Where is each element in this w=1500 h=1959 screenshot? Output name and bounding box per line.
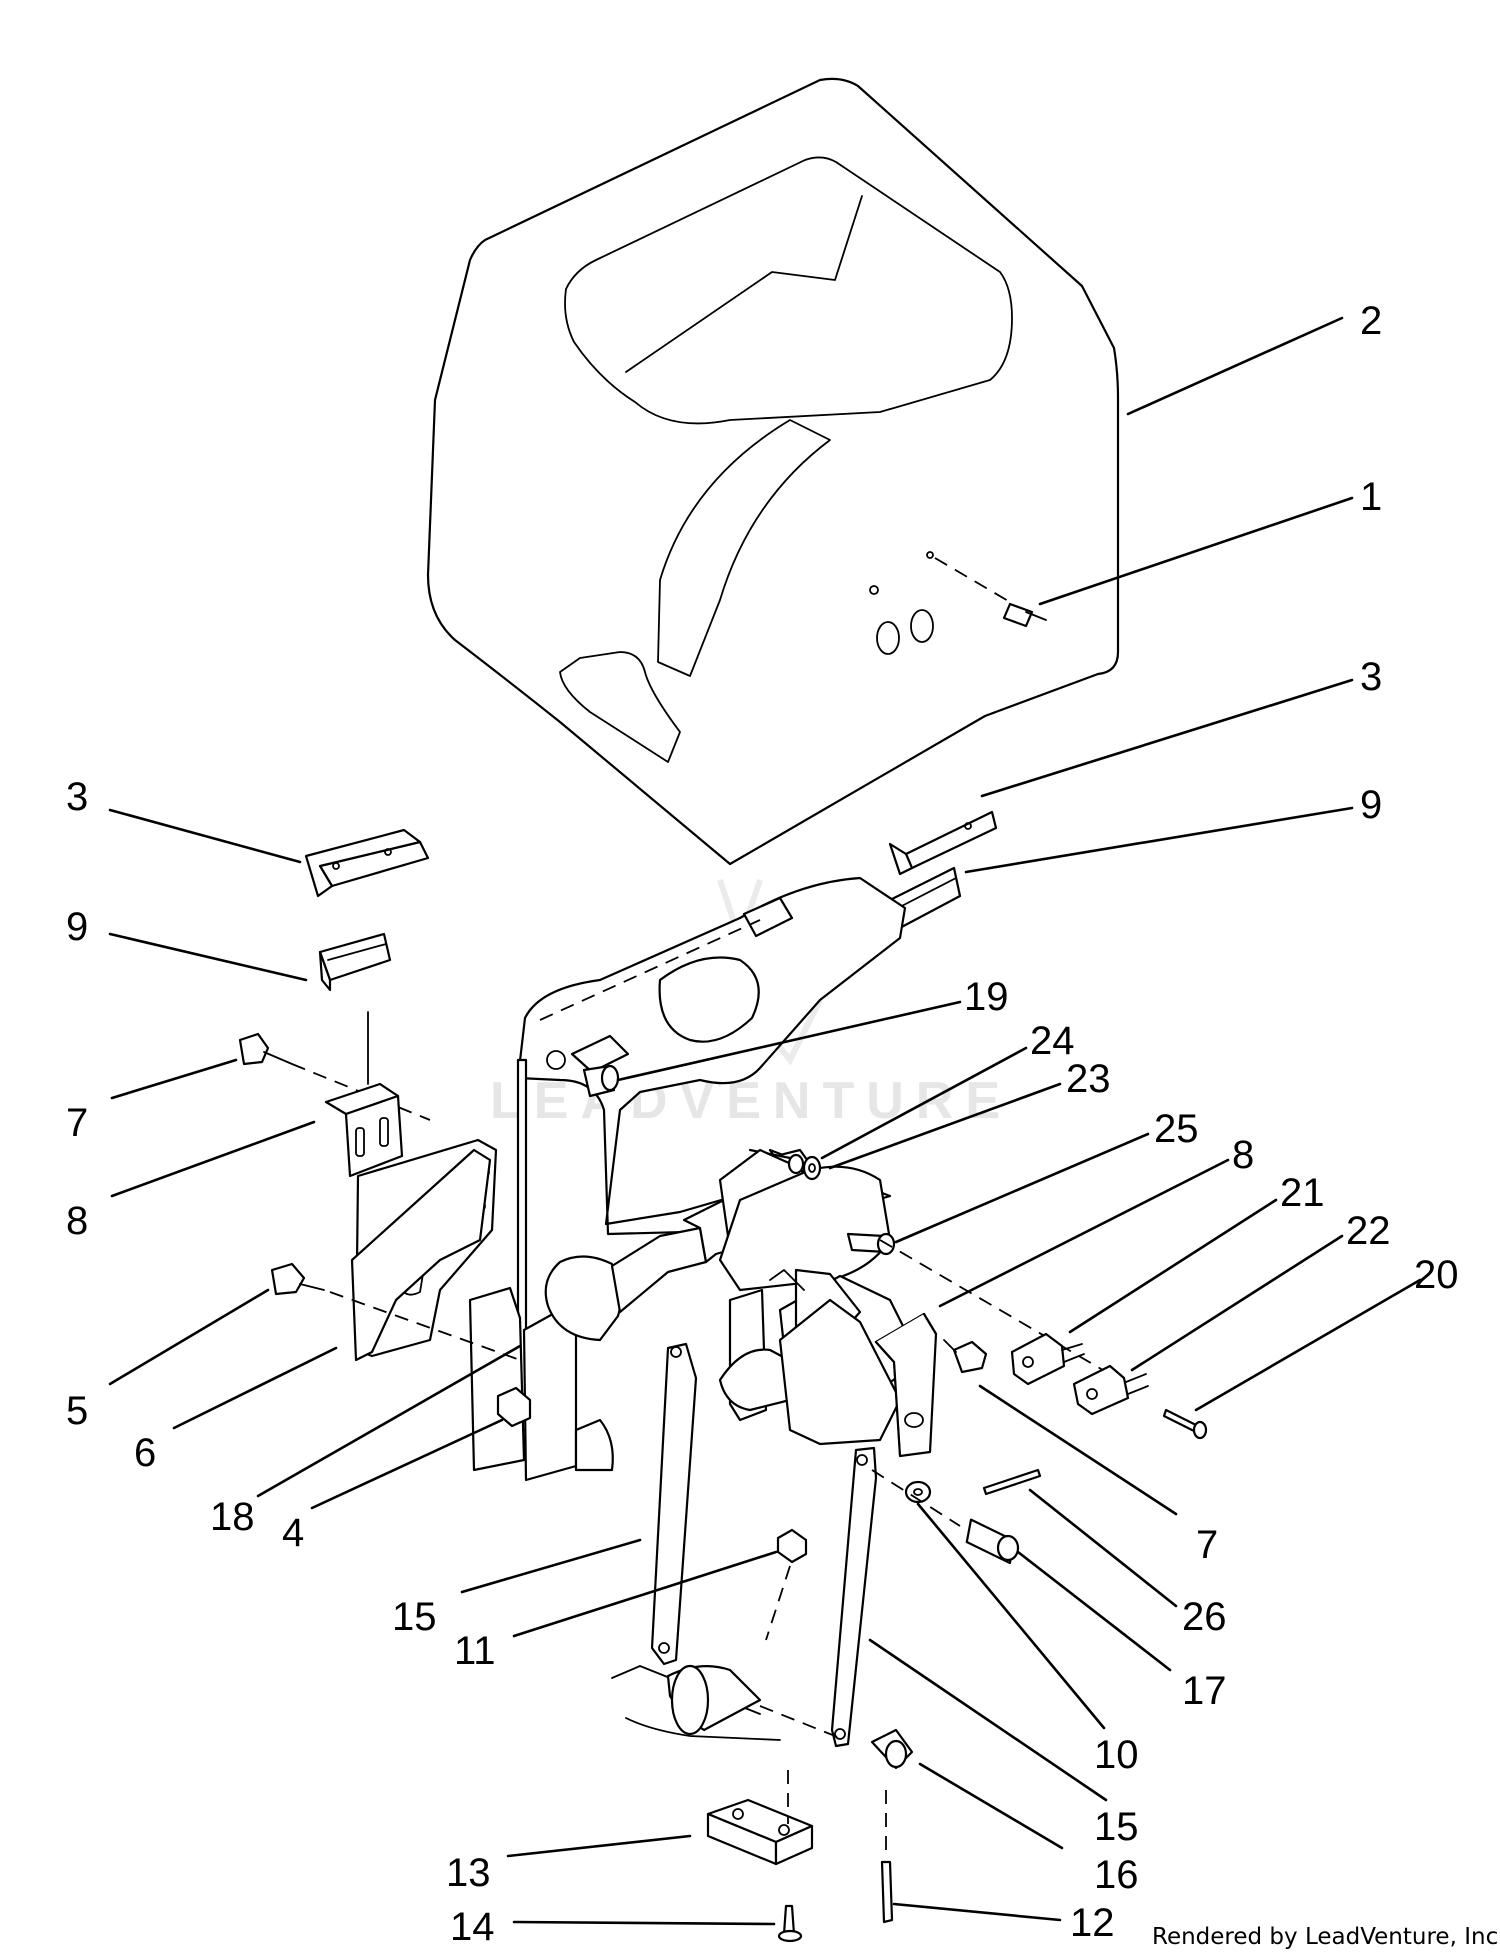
callout-22: 22 bbox=[1346, 1209, 1391, 1253]
screw-20 bbox=[1162, 1408, 1208, 1440]
callout-7-left: 7 bbox=[66, 1101, 88, 1145]
angle-bracket-right bbox=[888, 810, 998, 876]
nut-11 bbox=[776, 1528, 808, 1564]
render-credit: Rendered by LeadVenture, Inc. bbox=[1152, 1924, 1500, 1950]
callout-3-left: 3 bbox=[66, 775, 88, 819]
callout-3-right: 3 bbox=[1360, 655, 1382, 699]
switch-21 bbox=[1010, 1332, 1085, 1386]
bolt-7-right bbox=[943, 1339, 988, 1374]
cotter-pin-26 bbox=[982, 1468, 1042, 1496]
axis-line-switch bbox=[879, 1239, 1121, 1381]
callout-4: 4 bbox=[282, 1511, 304, 1555]
callout-5: 5 bbox=[66, 1389, 88, 1433]
side-plate-6 bbox=[350, 1148, 492, 1362]
washer-23 bbox=[802, 1155, 822, 1181]
leader-lines bbox=[108, 316, 1422, 1926]
angle-bracket-left bbox=[304, 828, 430, 898]
callout-20: 20 bbox=[1414, 1253, 1459, 1297]
callout-14: 14 bbox=[450, 1905, 495, 1949]
callout-16: 16 bbox=[1094, 1853, 1139, 1897]
callout-9-right: 9 bbox=[1360, 783, 1382, 827]
pin-12 bbox=[880, 1790, 894, 1924]
callout-18: 18 bbox=[210, 1495, 255, 1539]
lower-shaft bbox=[611, 1664, 841, 1741]
callout-12: 12 bbox=[1070, 1901, 1115, 1945]
axis-line-lower bbox=[871, 1469, 961, 1527]
link-rod-left bbox=[650, 1342, 698, 1666]
callout-21: 21 bbox=[1280, 1171, 1325, 1215]
axis-line-left-lower bbox=[329, 1291, 521, 1361]
console-shroud bbox=[426, 77, 1120, 866]
callout-13: 13 bbox=[446, 1851, 491, 1895]
slotted-bracket-left bbox=[324, 1011, 404, 1178]
callout-1: 1 bbox=[1360, 475, 1382, 519]
callout-9-left: 9 bbox=[66, 905, 88, 949]
mounting-plate bbox=[516, 876, 907, 1236]
nut-4 bbox=[496, 1386, 532, 1428]
clevis-pin-16 bbox=[870, 1728, 914, 1770]
callout-15-right: 15 bbox=[1094, 1805, 1139, 1849]
pin-19 bbox=[582, 1064, 620, 1098]
callout-10: 10 bbox=[1094, 1733, 1139, 1777]
switch-22 bbox=[1072, 1364, 1149, 1416]
washer-10 bbox=[904, 1480, 932, 1504]
bolt-7-left bbox=[238, 1032, 293, 1066]
callout-labels: 1 2 3 3 9 9 19 24 23 25 8 21 22 20 7 8 5… bbox=[66, 299, 1459, 1949]
link-rod-right bbox=[830, 1446, 878, 1748]
callout-7-right: 7 bbox=[1196, 1523, 1218, 1567]
callout-8-left: 8 bbox=[66, 1199, 88, 1243]
callout-19: 19 bbox=[964, 975, 1009, 1019]
bolt-14 bbox=[777, 1904, 803, 1943]
bolt-5 bbox=[270, 1262, 325, 1296]
bushing-25 bbox=[846, 1232, 896, 1256]
callout-17: 17 bbox=[1182, 1669, 1227, 1713]
callout-26: 26 bbox=[1182, 1595, 1227, 1639]
callout-25: 25 bbox=[1154, 1107, 1199, 1151]
weight-block bbox=[706, 1770, 814, 1866]
spacer-block-left bbox=[318, 932, 392, 992]
axis-line-center bbox=[765, 1565, 791, 1641]
callout-23: 23 bbox=[1066, 1057, 1111, 1101]
clevis-pin-17 bbox=[965, 1518, 1020, 1565]
knob-pin bbox=[1002, 602, 1047, 628]
pivot-assembly bbox=[718, 1148, 922, 1446]
callout-15-left: 15 bbox=[392, 1595, 437, 1639]
callout-8-right: 8 bbox=[1232, 1133, 1254, 1177]
washer-24 bbox=[787, 1153, 805, 1175]
callout-11: 11 bbox=[454, 1629, 496, 1673]
switch-bracket bbox=[874, 1312, 938, 1458]
callout-24: 24 bbox=[1030, 1019, 1075, 1063]
callout-6: 6 bbox=[134, 1431, 156, 1475]
callout-2: 2 bbox=[1360, 299, 1382, 343]
